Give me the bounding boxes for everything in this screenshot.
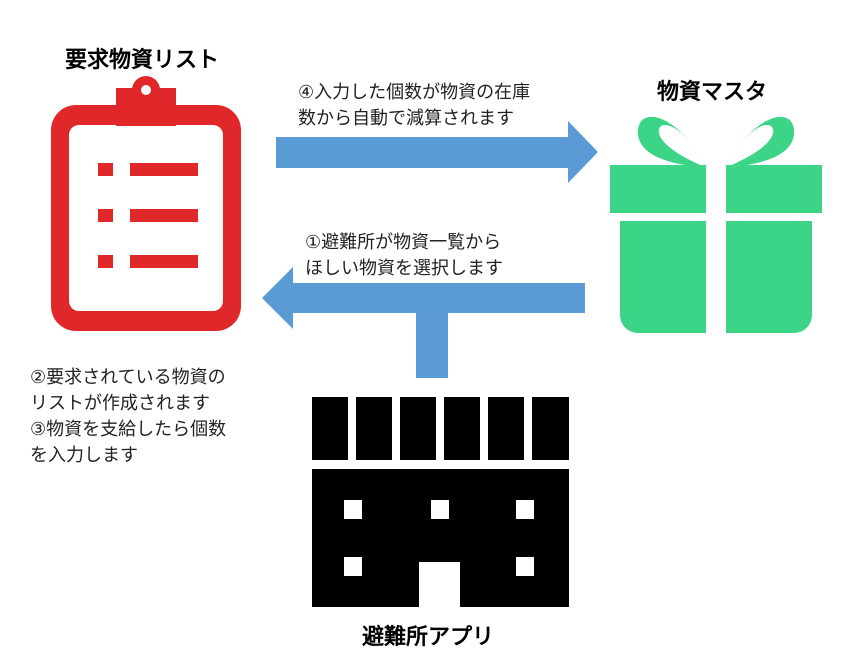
step3-line-2: を入力します [30,445,138,466]
clipboard-list-icon [51,76,241,331]
arrow-to-request-list [262,267,585,378]
step1-line-2: ほしい物資を選択します [305,258,503,279]
shelter-app-title: 避難所アプリ [362,625,495,650]
step2-3-note: ②要求されている物資の リストが作成されます ③物資を支給したら個数 を入力しま… [30,365,226,469]
gift-box-icon [610,116,822,333]
building-icon [312,397,569,607]
step4-note: ④入力した個数が物資の在庫 数から自動で減算されます [298,80,530,132]
step3-line-1: ③物資を支給したら個数 [30,419,227,440]
step2-line-1: ②要求されている物資の [30,367,226,388]
request-list-title: 要求物資リスト [65,48,220,73]
supply-master-title: 物資マスタ [657,80,768,105]
step4-line-2: 数から自動で減算されます [298,108,514,129]
step2-line-2: リストが作成されます [30,393,210,414]
step4-line-1: ④入力した個数が物資の在庫 [298,82,531,103]
step1-line-1: ①避難所が物資一覧から [305,232,502,253]
arrow-to-supply-master [276,121,598,183]
step1-note: ①避難所が物資一覧から ほしい物資を選択します [305,230,503,282]
